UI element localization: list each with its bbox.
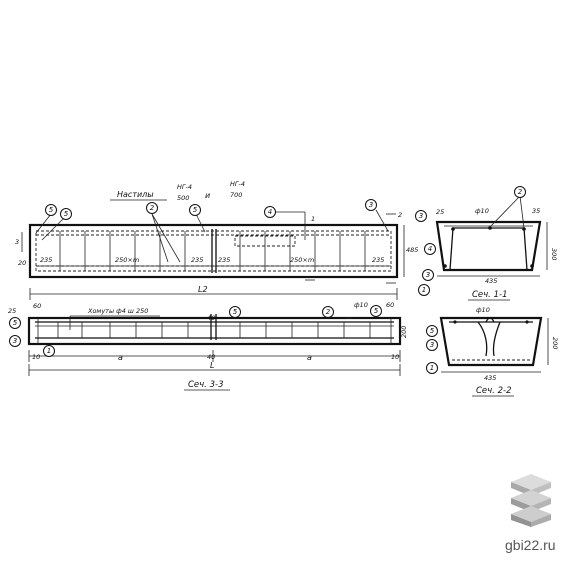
section11-outline: [435, 220, 542, 272]
svg-text:1: 1: [47, 347, 51, 355]
svg-text:5: 5: [193, 206, 198, 214]
section11-dim-25: 25: [436, 208, 444, 216]
callout-5: 5: [229, 306, 241, 318]
plan-spacing-right-end2: 235: [372, 256, 384, 264]
section11-dim-d10: ф10: [475, 207, 489, 215]
section33-caption: Сеч. 3-3: [188, 380, 223, 390]
header-mark-a-val: 500: [177, 194, 189, 202]
callout-2: 2: [146, 202, 158, 214]
svg-text:2: 2: [326, 308, 331, 316]
callout-5: 5: [9, 317, 21, 329]
plan-length-label: L2: [198, 285, 208, 294]
svg-text:5: 5: [233, 308, 238, 316]
plan-section-mark-2: 2: [398, 211, 402, 219]
svg-text:5: 5: [13, 319, 18, 327]
section33-dim-d10: ф10: [354, 301, 368, 309]
section22-dim-d10: ф10: [476, 306, 490, 314]
callouts: 5 5 2 5 4 3 3 5 3 1 5 2 5 2 4 3 1 5 3 1: [9, 186, 526, 374]
plan-spacing-left-mid: 250×m: [115, 256, 139, 264]
section22-outline: [439, 316, 543, 367]
callout-3: 3: [422, 269, 434, 281]
section33-dim-40: 40: [207, 353, 215, 361]
section22-dim-200: 200: [551, 337, 559, 349]
svg-text:5: 5: [49, 206, 54, 214]
section33-outline: [27, 316, 402, 346]
plan-view: 235 250×m 235 235 250×m 235 3 20 485 1 2…: [15, 209, 418, 300]
section33-dim-a-left: a: [118, 353, 123, 362]
plan-section-mark-1: 1: [311, 215, 315, 223]
callout-4: 4: [264, 206, 276, 218]
svg-text:3: 3: [426, 271, 430, 279]
callout-5: 5: [60, 208, 72, 220]
drawing-header: Настилы НГ-4 500 и НГ-4 700: [110, 180, 245, 202]
callout-3: 3: [9, 335, 21, 347]
section22-caption: Сеч. 2-2: [476, 386, 511, 396]
callout-2: 2: [514, 186, 526, 198]
svg-text:5: 5: [374, 307, 379, 315]
svg-text:4: 4: [428, 245, 432, 253]
header-mark-b: НГ-4: [230, 180, 245, 188]
section-1-1: 25 ф10 35 300 435 Сеч. 1-1: [435, 195, 558, 301]
svg-text:3: 3: [369, 201, 373, 209]
plan-outline: [28, 223, 399, 279]
stacked-slabs-icon: [511, 474, 551, 527]
header-title: Настилы: [117, 190, 154, 199]
svg-text:1: 1: [422, 286, 426, 294]
section33-dim-10-right: 10: [391, 353, 399, 361]
section33-dim-60-left: 60: [33, 302, 41, 310]
callout-3: 3: [365, 199, 377, 211]
section33-stirrups: [57, 314, 371, 340]
callout-5: 5: [189, 204, 201, 216]
section33-dim-200: 200: [400, 326, 408, 338]
callout-2: 2: [322, 306, 334, 318]
plan-transverse-bars: [59, 229, 366, 273]
section33-dim-10-left: 10: [32, 353, 40, 361]
svg-text:1: 1: [430, 364, 434, 372]
svg-text:2: 2: [150, 204, 155, 212]
section-3-3: Хомуты ф4 ш 250 25 60 40 ф10 60 200 a a …: [8, 301, 408, 391]
callout-5: 5: [370, 305, 382, 317]
plan-spacing-left-end: 235: [40, 256, 52, 264]
callout-4: 4: [424, 243, 436, 255]
section33-dim-25: 25: [8, 307, 16, 315]
callout-1: 1: [426, 362, 438, 374]
section11-dim-300: 300: [550, 248, 558, 260]
section33-dim-60-right: 60: [386, 301, 394, 309]
svg-text:2: 2: [518, 188, 523, 196]
plan-dim-20: 20: [18, 259, 26, 267]
svg-text:4: 4: [268, 208, 272, 216]
callout-1: 1: [43, 345, 55, 357]
svg-text:5: 5: [430, 327, 435, 335]
section22-dim-bottom: 435: [484, 374, 496, 382]
callout-1: 1: [418, 284, 430, 296]
svg-text:3: 3: [430, 341, 434, 349]
header-conj: и: [205, 191, 210, 200]
plan-width-label: 485: [406, 246, 418, 254]
svg-text:5: 5: [64, 210, 69, 218]
callout-5: 5: [45, 204, 57, 216]
plan-spacing-right-mid: 250×m: [290, 256, 314, 264]
plan-spacing-right-end: 235: [218, 256, 230, 264]
section11-caption: Сеч. 1-1: [472, 290, 507, 300]
plan-dim-3: 3: [15, 238, 19, 246]
header-mark-b-val: 700: [230, 191, 242, 199]
section11-dim-35: 35: [532, 207, 540, 215]
watermark-site[interactable]: gbi22.ru: [505, 537, 556, 553]
plan-spacing-left-end2: 235: [191, 256, 203, 264]
section33-dim-a-right: a: [307, 353, 312, 362]
header-mark-a: НГ-4: [177, 183, 192, 191]
callout-5: 5: [426, 325, 438, 337]
svg-text:3: 3: [419, 212, 423, 220]
section-2-2: ф10 200 435 Сеч. 2-2: [439, 306, 559, 397]
section33-clamps-label: Хомуты ф4 ш 250: [87, 307, 148, 315]
section33-total-length: L: [210, 361, 214, 370]
section33-dim-40-top: 40: [207, 314, 215, 322]
callout-3: 3: [426, 339, 438, 351]
section11-dim-bottom: 435: [485, 277, 497, 285]
callout-3: 3: [415, 210, 427, 222]
svg-text:3: 3: [13, 337, 17, 345]
